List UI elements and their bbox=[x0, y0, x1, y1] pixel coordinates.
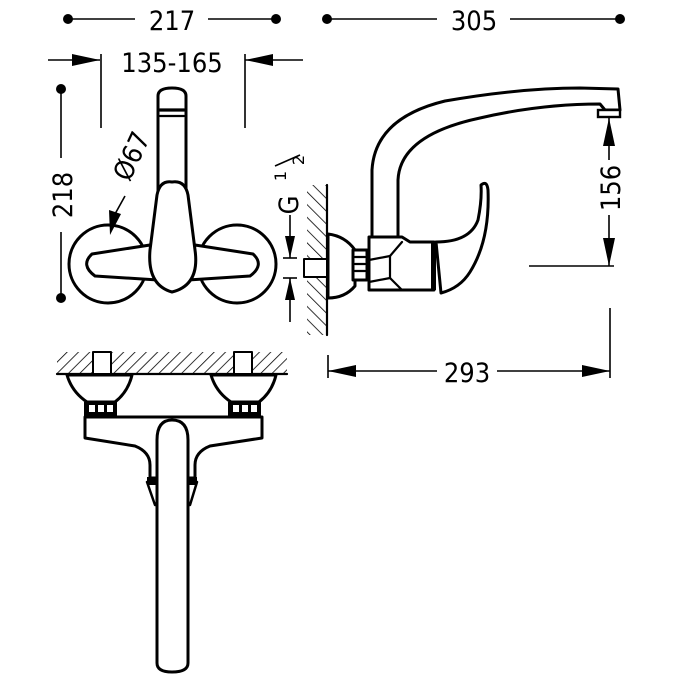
front-view: Ø67 bbox=[67, 86, 278, 305]
body-right-arm bbox=[186, 243, 260, 282]
label-thread-num: 1 bbox=[271, 171, 290, 181]
dimension-spout-reach: 293 bbox=[327, 308, 611, 389]
label-217: 217 bbox=[149, 6, 195, 37]
spout-top bbox=[155, 418, 190, 674]
label-305: 305 bbox=[451, 6, 497, 37]
label-218: 218 bbox=[48, 172, 79, 218]
dimension-spout-height: 156 bbox=[529, 118, 627, 267]
lever-front bbox=[148, 180, 198, 294]
label-diameter-67: Ø67 bbox=[108, 127, 157, 185]
spout-side bbox=[370, 86, 622, 239]
dimension-centre-distance: 135-165 bbox=[48, 48, 303, 128]
dimension-overall-depth: 305 bbox=[322, 6, 625, 37]
label-156: 156 bbox=[596, 165, 627, 211]
body-left-arm bbox=[85, 243, 160, 282]
label-thread-den: 2 bbox=[289, 155, 308, 165]
dimension-overall-width: 217 bbox=[63, 6, 281, 37]
dimension-overall-height: 218 bbox=[48, 84, 79, 303]
thread-callout: G 1 2 bbox=[271, 154, 308, 322]
top-view bbox=[55, 351, 289, 674]
label-293: 293 bbox=[444, 358, 490, 389]
side-view bbox=[303, 86, 622, 337]
lever-side bbox=[434, 181, 490, 295]
label-thread-g: G bbox=[274, 196, 305, 215]
label-135-165: 135-165 bbox=[121, 48, 222, 79]
